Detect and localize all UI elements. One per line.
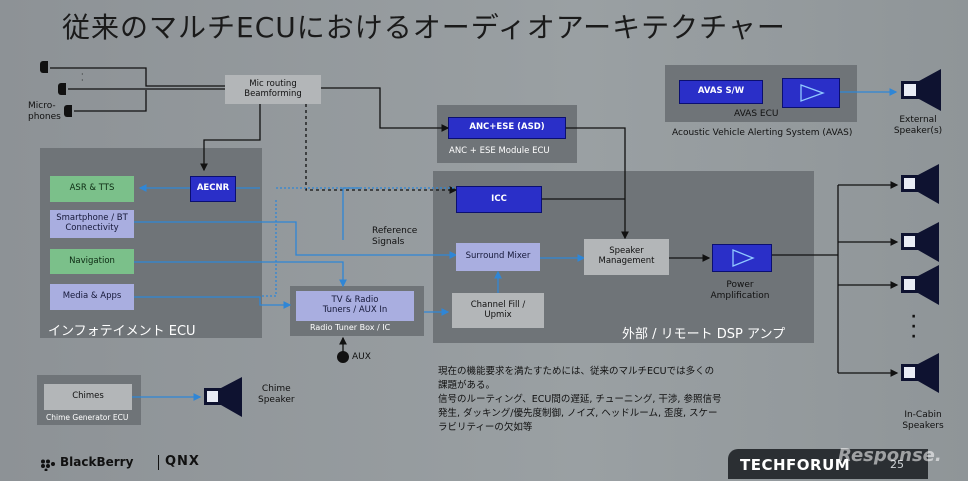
blackberry-logo-text: BlackBerry [60, 455, 134, 469]
asr-tts-box: ASR & TTS [50, 176, 134, 202]
infotainment-ecu-caption: インフォテイメント ECU [48, 324, 196, 339]
microphone-icon [40, 61, 48, 73]
footer-divider [158, 455, 159, 470]
mixer-feedback-line [342, 187, 360, 240]
icc-box: ICC [456, 186, 542, 213]
mic-to-aecnr-line [200, 104, 261, 172]
microphones-label: Micro- phones [28, 101, 61, 122]
body-text-line: 信号のルーティング、ECU間の遅延, チューニング, 干渉, 参照信号 [438, 394, 722, 405]
avas-sw-box: AVAS S/W [679, 80, 763, 104]
slide-title: 従来のマルチECUにおけるオーディオアーキテクチャー [62, 11, 786, 44]
avas-ecu-label: AVAS ECU [734, 109, 779, 119]
avas-caption: Acoustic Vehicle Alerting System (AVAS) [672, 128, 853, 138]
page-number: 25 [890, 458, 904, 471]
mic-line-3 [74, 90, 147, 112]
response-watermark: Response. [838, 445, 942, 466]
chime-generator-caption: Chime Generator ECU [46, 413, 129, 422]
external-speaker-label: External Speaker(s) [893, 115, 943, 136]
smartphone-bt-box: Smartphone / BT Connectivity [50, 210, 134, 238]
chime-speaker-icon [202, 375, 248, 423]
body-text-line: 課題がある。 [438, 380, 496, 391]
smartphone-line [134, 221, 458, 259]
ref-dashed-line-2 [262, 200, 277, 297]
body-text-line: 発生, ダッキング/優先度制御, ノイズ, ヘッドルーム, 歪度, スケー [438, 408, 718, 419]
tv-radio-tuner-box: TV & Radio Tuners / AUX In [296, 291, 414, 321]
power-amplifier-box [712, 244, 772, 272]
media-apps-box: Media & Apps [50, 284, 134, 310]
aux-jack-icon [337, 351, 349, 363]
mic-routing-box: Mic routing Beamforming [225, 75, 321, 104]
speaker-icon [897, 263, 943, 311]
aecnr-box: AECNR [190, 176, 236, 202]
techforum-logo-text: TECHFORUM [740, 456, 851, 474]
body-text-line: 現在の機能要求を満たすためには、従来のマルチECUでは多くの [438, 366, 715, 377]
speaker-icon [897, 351, 943, 399]
reference-signals-label: Reference Signals [372, 226, 418, 247]
body-text-line: ラビリティーの欠如等 [438, 422, 533, 433]
chime-speaker-label: Chime Speaker [258, 384, 295, 405]
chimes-box: Chimes [44, 384, 132, 410]
microphone-icon [64, 105, 72, 117]
ellipsis-icon: ··· [81, 64, 84, 85]
speaker-management-box: Speaker Management [584, 239, 669, 275]
mic-to-icc-line [305, 104, 458, 194]
navigation-box: Navigation [50, 249, 134, 274]
qnx-logo-text: QNX [165, 454, 200, 469]
channel-fill-box: Channel Fill / Upmix [452, 293, 544, 328]
external-speaker-icon [897, 67, 949, 117]
dsp-amp-caption: 外部 / リモート DSP アンプ [622, 327, 786, 342]
media-line [134, 296, 292, 309]
mic-to-anc-line [321, 87, 450, 132]
anc-ese-caption: ANC + ESE Module ECU [449, 146, 550, 156]
speaker-icon [897, 162, 943, 210]
anc-ese-box: ANC+ESE (ASD) [448, 117, 566, 139]
anc-to-spk-mgmt-line [566, 127, 629, 240]
nav-line [134, 261, 347, 288]
blackberry-logo-icon [40, 456, 56, 472]
vertical-ellipsis-icon: ··· [911, 309, 917, 345]
radio-tuner-caption: Radio Tuner Box / IC [310, 323, 391, 332]
mic-line-1 [50, 67, 225, 87]
in-cabin-speakers-label: In-Cabin Speakers [902, 410, 944, 431]
surround-mixer-box: Surround Mixer [456, 243, 540, 271]
techforum-badge [728, 449, 928, 479]
avas-amplifier-box [782, 78, 840, 108]
speaker-icon [897, 220, 943, 268]
microphone-icon [58, 83, 66, 95]
power-amplification-label: Power Amplification [710, 280, 770, 301]
body-text: 現在の機能要求を満たすためには、従来のマルチECUでは多くの 課題がある。 信号… [438, 365, 721, 435]
aux-label: AUX [352, 352, 371, 362]
